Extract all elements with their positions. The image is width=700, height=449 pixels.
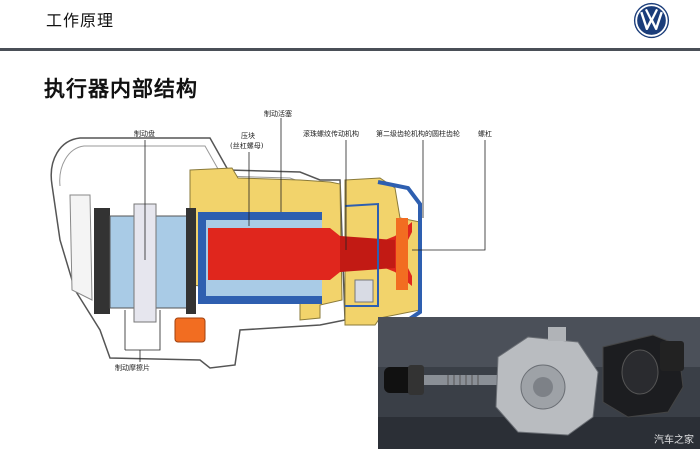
vw-logo-icon — [633, 2, 670, 39]
leader-lines — [124, 118, 486, 362]
spindle-assembly — [208, 218, 412, 290]
label-brake-piston: 制动活塞 — [264, 109, 292, 118]
header-title: 工作原理 — [46, 11, 115, 30]
slide-subtitle: 执行器内部结构 — [44, 77, 198, 101]
actuator-photo — [378, 317, 700, 449]
label-brake-pad: 制动摩擦片 — [115, 363, 150, 372]
brake-pad — [174, 317, 206, 343]
label-pressure-block: 压块 — [241, 131, 255, 140]
header-divider — [0, 48, 700, 51]
label-second-stage-gear: 第二级齿轮机构的圆柱齿轮 — [376, 129, 460, 138]
label-ball-screw: 滚珠螺纹传动机构 — [303, 129, 359, 138]
label-pressure-block-sub: (丝杠螺母) — [230, 141, 264, 150]
watermark: 汽车之家 — [654, 435, 694, 446]
label-spindle: 螺杠 — [478, 129, 492, 138]
actuator-cross-section: 制动盘 制动活塞 压块 (丝杠螺母) 滚珠螺纹传动机构 第二级齿轮机构的圆柱齿轮… — [50, 109, 492, 372]
label-brake-disc: 制动盘 — [134, 129, 155, 138]
